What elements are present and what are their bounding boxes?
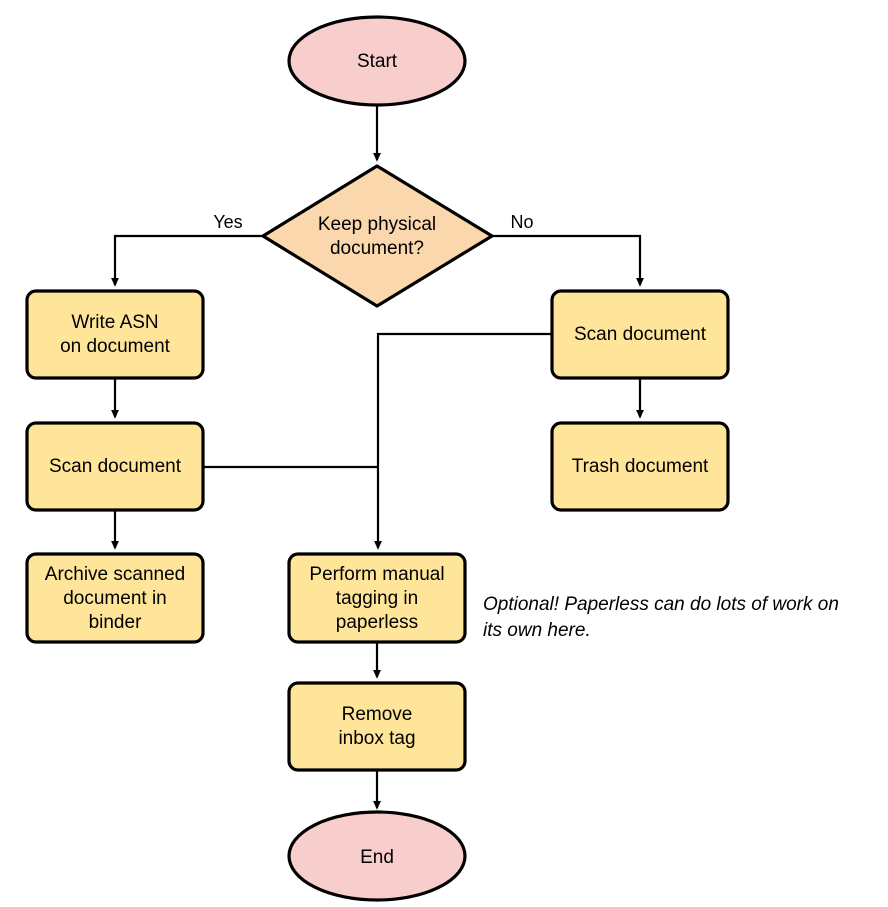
scan-document-right-box-shape[interactable] <box>550 289 730 380</box>
trash-document-label: Trash document <box>572 456 709 477</box>
node-start[interactable]: Start <box>287 15 467 107</box>
node-remove-inbox-tag[interactable]: Remove inbox tag <box>287 681 467 772</box>
scan-document-left-box-shape[interactable] <box>25 421 205 512</box>
edge-label-yes: Yes <box>213 212 242 232</box>
node-trash-document[interactable]: Trash document <box>550 421 730 512</box>
node-scan-document-left[interactable]: Scan document <box>25 421 205 512</box>
remove-inbox-box-shape[interactable] <box>287 681 467 772</box>
node-end[interactable]: End <box>287 810 467 902</box>
tagging-label-line2: tagging in <box>336 588 418 609</box>
write-asn-box-shape[interactable] <box>25 289 205 380</box>
note-line2: its own here. <box>483 620 591 641</box>
annotation-note: Optional! Paperless can do lots of work … <box>483 594 839 641</box>
write-asn-label-line2: on document <box>60 336 171 357</box>
connectors-layer <box>111 106 644 810</box>
archive-label-line2: document in <box>63 588 167 609</box>
start-ellipse-shape[interactable] <box>287 15 467 107</box>
tagging-label-line3: paperless <box>336 612 418 633</box>
archive-label-line3: binder <box>89 612 142 633</box>
node-scan-document-right[interactable]: Scan document <box>550 289 730 380</box>
remove-inbox-label-line1: Remove <box>342 704 413 725</box>
archive-box-shape[interactable] <box>25 552 205 644</box>
scan-document-right-label: Scan document <box>574 324 707 345</box>
edge-decision-no-to-scan-right <box>492 234 644 287</box>
edge-decision-yes-to-write-asn <box>111 234 263 287</box>
note-line1: Optional! Paperless can do lots of work … <box>483 594 839 615</box>
edge-label-no: No <box>510 212 533 232</box>
node-archive-scanned-document[interactable]: Archive scanned document in binder <box>25 552 205 644</box>
scan-document-left-label: Scan document <box>49 456 182 477</box>
node-perform-manual-tagging[interactable]: Perform manual tagging in paperless <box>287 552 467 644</box>
write-asn-label-line1: Write ASN <box>71 312 158 333</box>
archive-label-line1: Archive scanned <box>45 564 185 585</box>
node-write-asn-on-document[interactable]: Write ASN on document <box>25 289 205 380</box>
tagging-box-shape[interactable] <box>287 552 467 644</box>
edge-labels-layer: Yes No <box>213 212 533 232</box>
end-label: End <box>360 847 394 868</box>
decision-diamond-shape[interactable] <box>261 164 494 308</box>
node-decision-keep-physical-document[interactable]: Keep physical document? <box>261 164 494 308</box>
remove-inbox-label-line2: inbox tag <box>338 728 415 749</box>
start-label: Start <box>357 51 398 72</box>
end-ellipse-shape[interactable] <box>287 810 467 902</box>
decision-label-line1: Keep physical <box>318 214 436 235</box>
decision-label-line2: document? <box>330 238 424 259</box>
edge-scan-right-to-tagging <box>374 332 552 550</box>
tagging-label-line1: Perform manual <box>309 564 444 585</box>
trash-document-box-shape[interactable] <box>550 421 730 512</box>
